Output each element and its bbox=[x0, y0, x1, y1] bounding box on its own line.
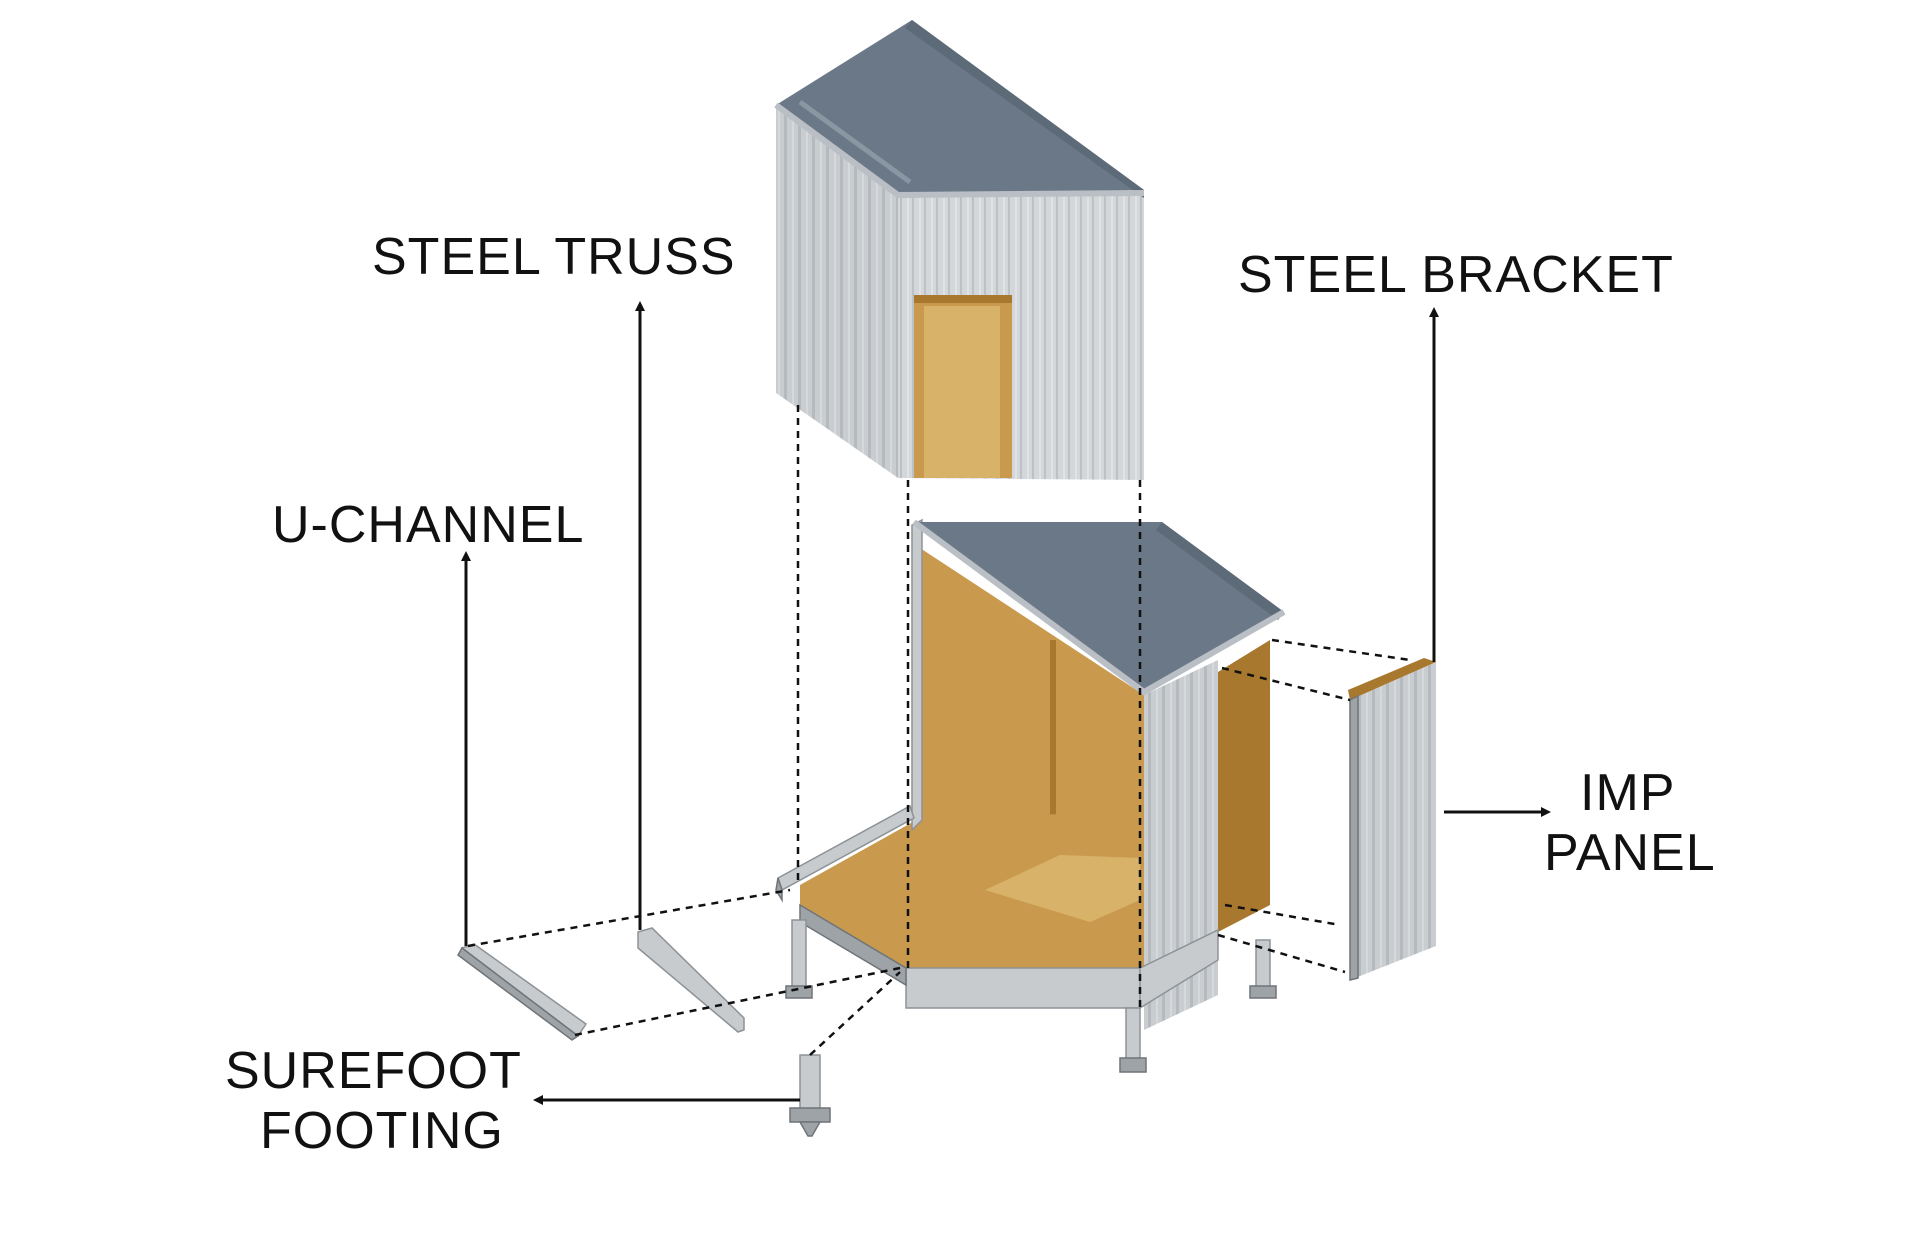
upper-module bbox=[774, 20, 1145, 480]
lower-sill bbox=[905, 967, 1141, 1009]
steel-bracket-label: STEEL BRACKET bbox=[1238, 246, 1674, 304]
assembly-dashed-lines bbox=[467, 405, 1411, 1056]
surefoot-label-line2: FOOTING bbox=[260, 1102, 504, 1160]
post-left bbox=[791, 919, 807, 989]
imp-panel-label-line2: PANEL bbox=[1544, 824, 1716, 882]
upper-left-wall bbox=[776, 105, 898, 478]
lower-interior-wall bbox=[920, 548, 1144, 838]
lower-left-frame bbox=[911, 518, 923, 832]
imp-panel-piece bbox=[1348, 658, 1436, 981]
imp-panel-label-line1: IMP bbox=[1580, 764, 1675, 822]
u-channel-loose bbox=[460, 943, 588, 1038]
floor-sunlight bbox=[985, 855, 1140, 922]
post-center bbox=[1125, 1007, 1141, 1061]
leader-lines bbox=[461, 301, 1551, 1105]
lower-roof bbox=[914, 522, 1284, 692]
steel-truss-label: STEEL TRUSS bbox=[372, 228, 736, 286]
steel-truss-piece bbox=[637, 927, 745, 1033]
surefoot-footing-piece bbox=[789, 1054, 831, 1137]
lower-right-wall bbox=[1144, 660, 1218, 1030]
u-channel-pieces bbox=[457, 804, 915, 1041]
deck-edge bbox=[799, 903, 907, 987]
lower-module bbox=[785, 518, 1286, 1073]
lower-interior-side bbox=[1218, 640, 1270, 932]
surefoot-label-line1: SUREFOOT bbox=[225, 1042, 522, 1100]
u-channel-label: U-CHANNEL bbox=[272, 496, 584, 554]
